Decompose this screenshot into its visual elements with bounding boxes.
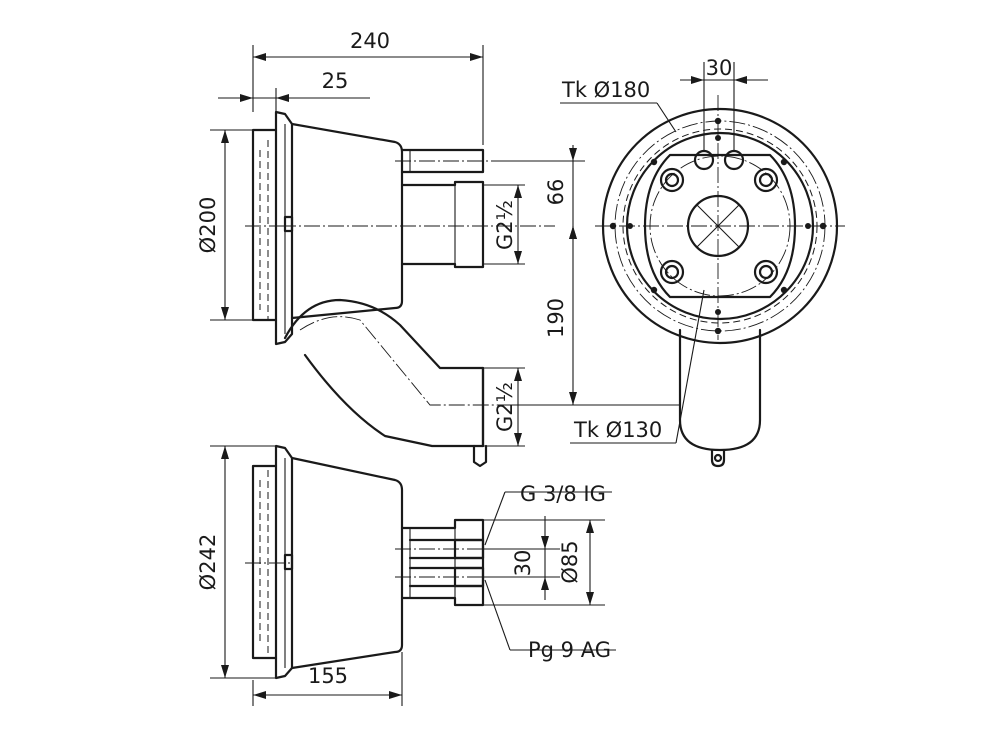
- dim-overall-length: 240: [350, 29, 390, 53]
- top-flange-lip: [251, 128, 278, 322]
- side-housing: [290, 456, 404, 670]
- top-housing: [290, 122, 404, 320]
- top-view: 240 25 Ø200 G2½ 66 190: [196, 29, 680, 468]
- front-view: 30 Tk Ø180 Tk Ø130: [560, 56, 845, 468]
- side-connector: [400, 518, 485, 607]
- label-gland-thread: Pg 9 AG: [528, 638, 611, 662]
- label-bolt-circle-inner: Tk Ø130: [573, 418, 662, 442]
- dim-flange-offset: 25: [322, 69, 349, 93]
- dim-thread-lower: G2½: [493, 382, 517, 432]
- dim-flange-diameter: Ø200: [196, 197, 220, 254]
- dim-center-offset: 66: [544, 179, 568, 206]
- dim-thread-upper: G2½: [493, 200, 517, 250]
- dim-outlet-spacing: 190: [544, 298, 568, 338]
- flange-tab: [283, 215, 294, 233]
- label-thread-internal: G 3/8 IG: [520, 482, 606, 506]
- bent-outlet: [283, 298, 485, 448]
- front-lower-extension: [678, 328, 762, 452]
- top-flange: [274, 110, 294, 346]
- side-view: Ø242 155 G 3/8 IG Pg 9 AG 30 Ø85: [196, 444, 616, 706]
- side-flange-tab: [283, 553, 294, 571]
- dim-body-length: 155: [308, 664, 348, 688]
- dim-hole-spacing: 30: [706, 56, 733, 80]
- main-connector: [400, 180, 485, 269]
- label-bolt-circle-outer: Tk Ø180: [561, 78, 650, 102]
- dim-side-flange-diameter: Ø242: [196, 534, 220, 591]
- dim-port-spacing: 30: [511, 550, 535, 577]
- dim-port-diameter: Ø85: [558, 540, 582, 583]
- front-inner-body: [643, 153, 797, 299]
